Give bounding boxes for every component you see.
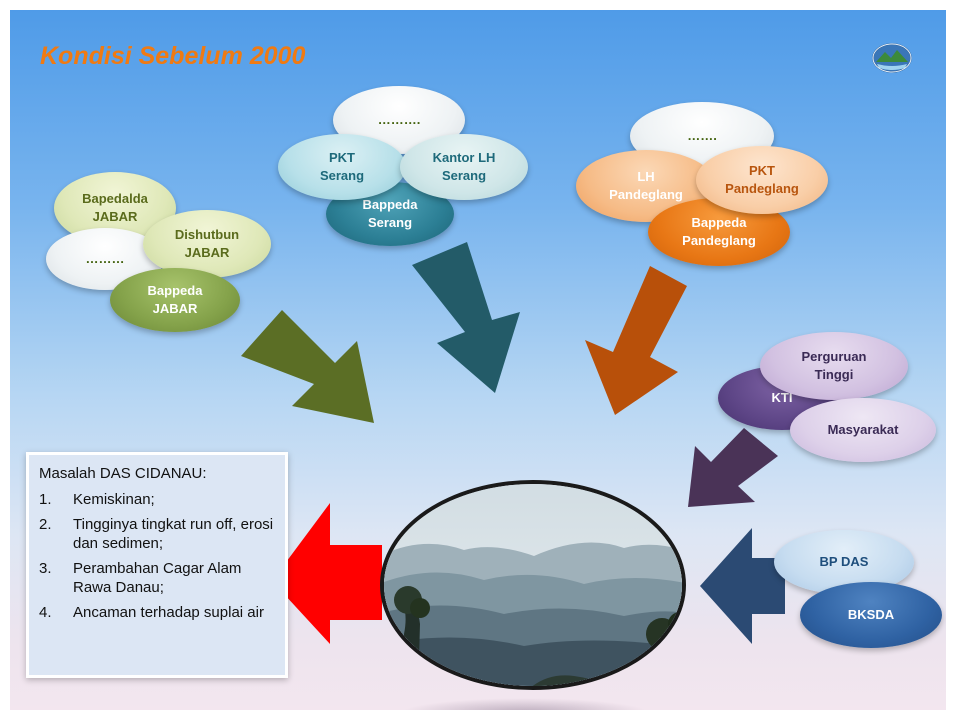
problem-number: 4. [39, 604, 52, 621]
node-dishutbun-jabar: Dishutbun JABAR [143, 210, 271, 278]
problem-item: 4. Ancaman terhadap suplai air [39, 603, 277, 622]
node-label: Bappeda Serang [362, 197, 418, 230]
problem-item: 1. Kemiskinan; [39, 490, 277, 509]
node-label: BP DAS [819, 554, 869, 569]
problem-item: 2. Tingginya tingkat run off, erosi dan … [39, 515, 277, 553]
node-label: Bapedalda JABAR [82, 191, 148, 224]
problem-number: 1. [39, 491, 52, 508]
landscape-image [384, 484, 682, 686]
problem-number: 3. [39, 560, 52, 577]
node-label: Masyarakat [827, 422, 899, 437]
node-label: ………. [377, 112, 421, 127]
problem-box: Masalah DAS CIDANAU: 1. Kemiskinan; 2. T… [26, 452, 288, 678]
node-bappeda-jabar: Bappeda JABAR [110, 268, 240, 332]
problem-item: 3. Perambahan Cagar Alam Rawa Danau; [39, 559, 277, 597]
node-label: KTI [771, 390, 793, 405]
node-label: BKSDA [847, 607, 895, 622]
node-label: Bappeda Pandeglang [682, 215, 756, 248]
problem-text: Ancaman terhadap suplai air [73, 604, 264, 621]
node-label: Dishutbun JABAR [174, 227, 240, 260]
arrow-serang [412, 242, 520, 393]
node-label: Kantor LH Serang [432, 150, 496, 183]
arrow-central [700, 528, 785, 644]
arrow-civil [688, 428, 778, 507]
slide: Kondisi Sebelum 2000 Bapedalda JABAR ………… [10, 10, 946, 710]
watershed-emblem-icon [872, 43, 912, 73]
node-label: Perguruan Tinggi [801, 349, 867, 382]
watershed-landscape-photo [380, 480, 686, 690]
node-masyarakat: Masyarakat [790, 398, 936, 462]
problem-list: 1. Kemiskinan; 2. Tingginya tingkat run … [39, 490, 277, 622]
arrows-layer [241, 242, 785, 644]
problem-text: Tingginya tingkat run off, erosi dan sed… [73, 516, 274, 552]
node-perguruan-tinggi: Perguruan Tinggi [760, 332, 908, 400]
arrow-jabar [241, 310, 374, 423]
node-label: PKT Serang [319, 150, 365, 183]
node-pkt-serang: PKT Serang [278, 134, 406, 200]
arrow-problem [272, 503, 382, 644]
slide-title: Kondisi Sebelum 2000 [40, 42, 306, 70]
node-bksda: BKSDA [800, 582, 942, 648]
node-label: PKT Pandeglang [725, 163, 799, 196]
node-label: LH Pandeglang [609, 169, 683, 202]
problem-heading: Masalah DAS CIDANAU: [39, 465, 207, 482]
arrow-pandeglang [585, 266, 687, 415]
node-pkt-pandeglang: PKT Pandeglang [696, 146, 828, 214]
node-label: Bappeda JABAR [147, 283, 203, 316]
problem-text: Perambahan Cagar Alam Rawa Danau; [73, 560, 242, 596]
photo-reflection [400, 698, 650, 710]
problem-number: 2. [39, 516, 52, 533]
node-label: ……… [85, 251, 125, 266]
node-label: ……. [687, 128, 717, 143]
problem-text: Kemiskinan; [73, 491, 155, 508]
node-kantor-lh-serang: Kantor LH Serang [400, 134, 528, 200]
